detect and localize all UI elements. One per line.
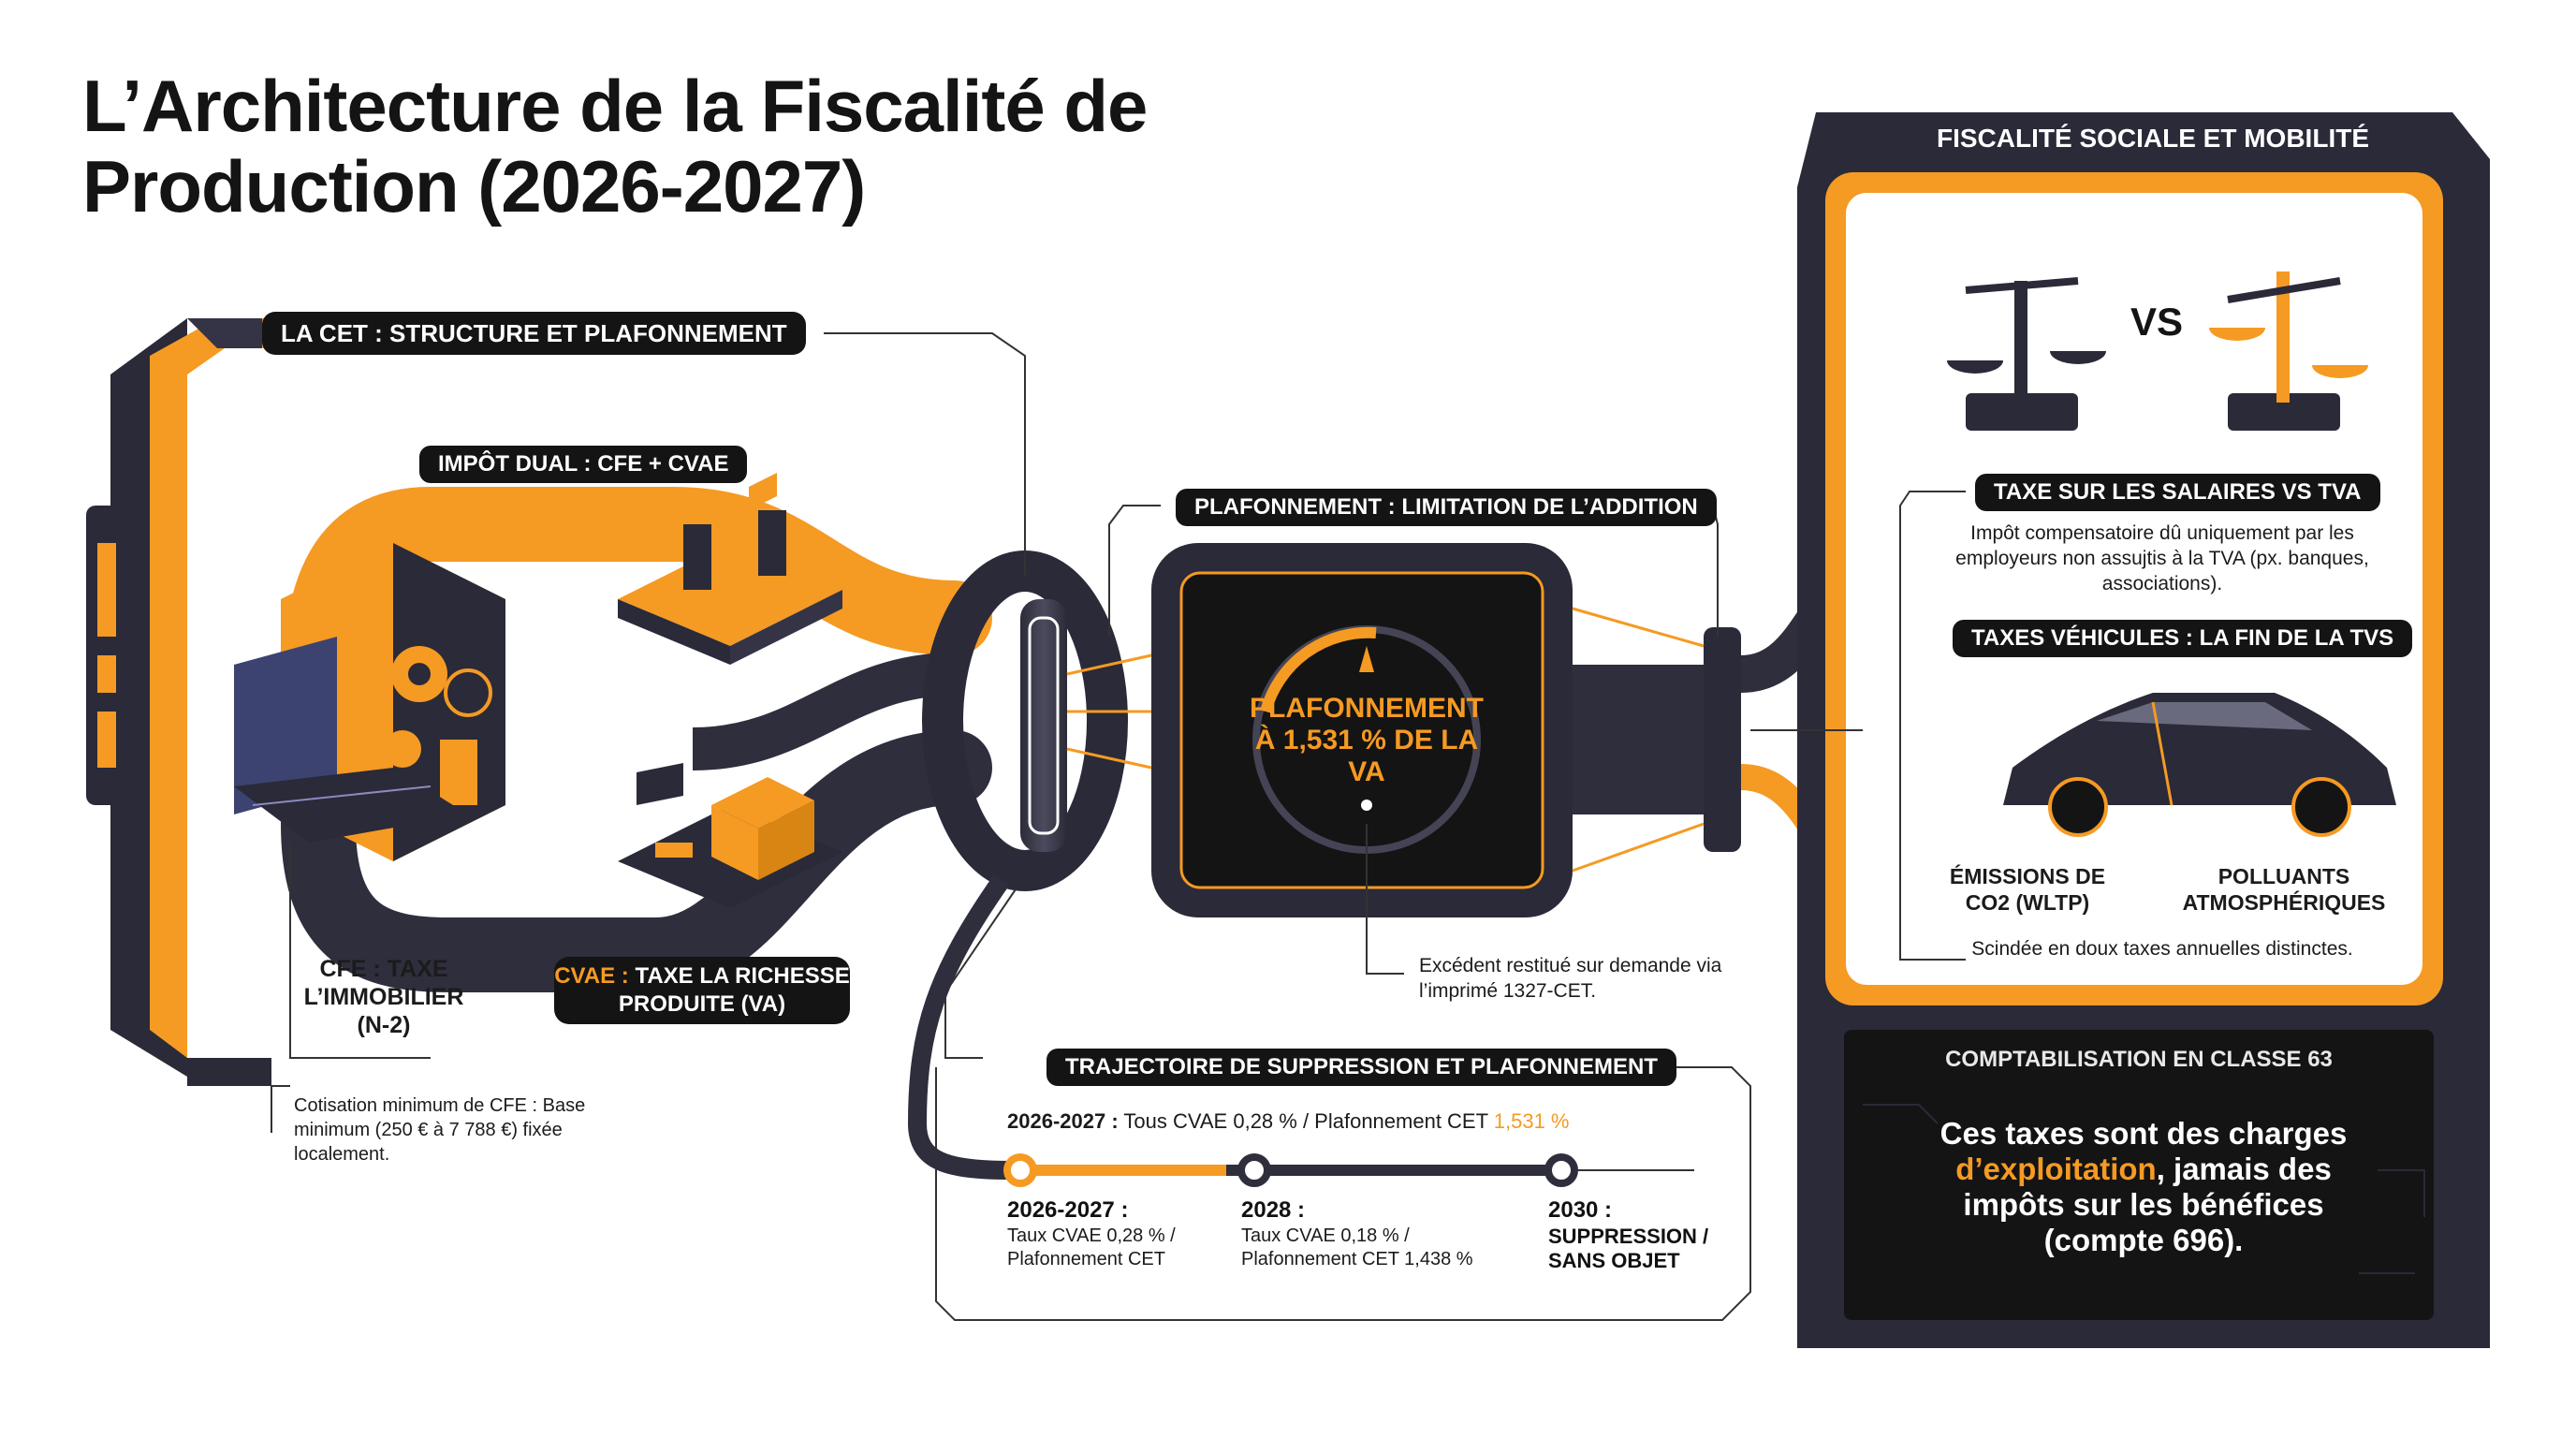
trajectory-header-pill: TRAJECTOIRE DE SUPPRESSION ET PLAFONNEME…	[1046, 1049, 1676, 1086]
timeline-step: 2028 : Taux CVAE 0,18 % / Plafonnement C…	[1241, 1196, 1485, 1271]
central-device	[1066, 543, 1741, 917]
chart-platform-icon	[618, 473, 842, 665]
vehicle-note: Scindée en doux taxes annuelles distinct…	[1971, 938, 2353, 960]
car-icon	[2003, 693, 2396, 837]
timeline-step: 2030 : SUPPRESSION / SANS OBJET	[1548, 1196, 1717, 1273]
pollutants-label: POLLUANTS ATMOSPHÉRIQUES	[2182, 864, 2386, 915]
trajectory-timeline	[907, 874, 1694, 1187]
accounting-body-post: , jamais des impôts sur les bénéfices (c…	[1963, 1152, 2332, 1257]
page-title: L’Architecture de la Fiscalité de Produc…	[82, 65, 1148, 227]
emissions-label: ÉMISSIONS DE CO2 (WLTP)	[1949, 864, 2106, 915]
timeline-step-desc: Taux CVAE 0,18 % / Plafonnement CET 1,43…	[1241, 1225, 1473, 1269]
timeline-step-year: 2028 :	[1241, 1197, 1306, 1223]
accounting-body-highlight: d’exploitation	[1955, 1152, 2157, 1186]
social-header: FISCALITÉ SOCIALE ET MOBILITÉ	[1937, 124, 2369, 153]
cvae-label: TAXE LA RICHESSE PRODUITE (VA)	[618, 963, 850, 1017]
salary-tax-pill: TAXE SUR LES SALAIRES VS TVA	[1975, 474, 2380, 511]
plafonnement-note: Excédent restitué sur demande via l’impr…	[1419, 955, 1722, 1002]
accounting-body: Ces taxes sont des charges d’exploitatio…	[1928, 1116, 2359, 1258]
timeline-step-desc: Taux CVAE 0,28 % / Plafonnement CET	[1007, 1225, 1176, 1269]
cvae-label-pill: CVAE : TAXE LA RICHESSE PRODUITE (VA)	[554, 957, 850, 1024]
accounting-header: COMPTABILISATION EN CLASSE 63	[1945, 1047, 2333, 1072]
cfe-min-note: Cotisation minimum de CFE : Base minimum…	[294, 1095, 586, 1165]
timeline-step-desc: SUPPRESSION / SANS OBJET	[1548, 1225, 1709, 1272]
plafonnement-header-pill: PLAFONNEMENT : LIMITATION DE L’ADDITION	[1176, 489, 1717, 526]
cfe-label: CFE : TAXE L’IMMOBILIER (N-2)	[303, 956, 464, 1038]
cvae-prefix: CVAE :	[554, 963, 636, 989]
cet-header-pill: LA CET : STRUCTURE ET PLAFONNEMENT	[262, 312, 806, 355]
timeline-step: 2026-2027 : Taux CVAE 0,28 % / Plafonnem…	[1007, 1196, 1213, 1271]
gauge-text: PLAFONNEMENT À 1,531 % DE LA VA	[1250, 693, 1484, 787]
salary-tax-desc: Impôt compensatoire dû uniquement par le…	[1955, 522, 2369, 594]
timeline-step-year: 2030 :	[1548, 1197, 1613, 1223]
box-platform-icon	[618, 763, 842, 908]
trajectory-summary: 2026-2027 : Tous CVAE 0,28 % / Plafonnem…	[1007, 1108, 1570, 1135]
timeline-step-year: 2026-2027 :	[1007, 1197, 1129, 1223]
trajectory-summary-highlight: 1,531 %	[1493, 1109, 1570, 1133]
trajectory-summary-year: 2026-2027 :	[1007, 1109, 1119, 1133]
accounting-body-pre: Ces taxes sont des charges	[1939, 1116, 2348, 1151]
vehicle-tax-pill: TAXES VÉHICULES : LA FIN DE LA TVS	[1953, 620, 2413, 657]
trajectory-summary-text: Tous CVAE 0,28 % / Plafonnement CET	[1118, 1109, 1494, 1133]
dual-tax-pill: IMPÔT DUAL : CFE + CVAE	[419, 446, 748, 483]
building-icon	[234, 543, 505, 861]
ring-connector	[922, 550, 1128, 891]
vs-label: VS	[2130, 300, 2184, 344]
scales-icon	[1947, 271, 2368, 431]
left-frame	[86, 318, 412, 1086]
